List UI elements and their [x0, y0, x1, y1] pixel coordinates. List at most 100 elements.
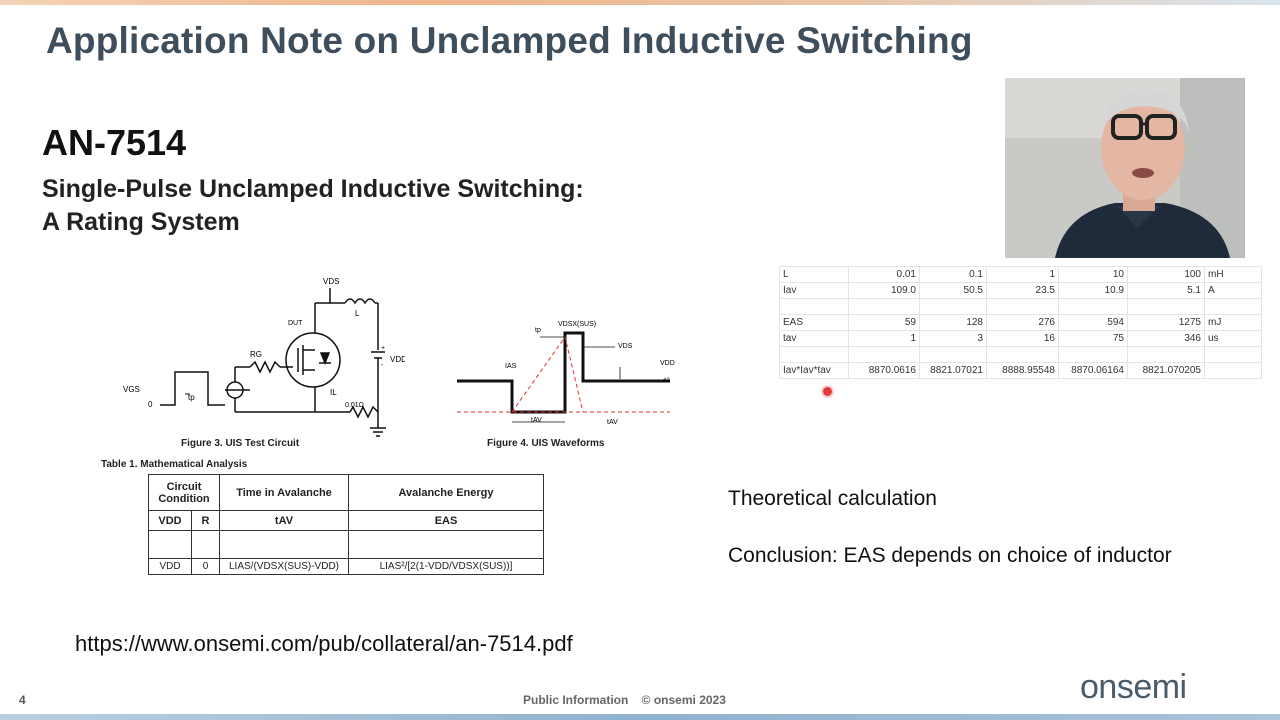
calc-table-cell: 16 — [986, 330, 1059, 347]
calc-table-cell: 1 — [848, 330, 920, 347]
fig4-tav2-label: tAV — [607, 419, 618, 426]
app-note-subtitle-line1: Single-Pulse Unclamped Inductive Switchi… — [42, 175, 584, 203]
cursor-pointer-dot — [823, 387, 832, 396]
top-accent-bar — [0, 0, 1280, 5]
mathematical-analysis-table: Circuit Condition Time in Avalanche Aval… — [148, 474, 544, 575]
calc-table-cell — [919, 298, 987, 315]
row-eas-formula: LIAS²/[2(1-VDD/VDSX(SUS))] — [348, 558, 544, 575]
uis-test-circuit-figure: VDS L DUT RG VDD + - VGS 0 tp IL 0.01Ω — [123, 277, 405, 437]
fig3-tp-label: tp — [188, 393, 195, 402]
row-vdd: VDD — [148, 558, 192, 575]
fig4-ias-label: IAS — [505, 363, 517, 370]
figure4-caption: Figure 4. UIS Waveforms — [487, 438, 605, 449]
fig3-zero-label: 0 — [148, 400, 153, 409]
calc-table-cell — [1204, 298, 1262, 315]
app-note-number: AN-7514 — [42, 122, 187, 163]
empty-cell — [219, 530, 349, 559]
calc-table-cell: A — [1204, 282, 1262, 299]
calc-table-cell: 0.01 — [848, 266, 920, 283]
figure3-caption: Figure 3. UIS Test Circuit — [181, 438, 300, 449]
calc-table-cell: Iav*Iav*tav — [779, 362, 849, 379]
calc-table-cell — [1058, 298, 1128, 315]
bottom-accent-bar — [0, 714, 1280, 720]
fig3-rg-label: RG — [250, 350, 262, 359]
calc-table-cell — [848, 298, 920, 315]
calc-table-cell — [779, 298, 849, 315]
fig3-vds-label: VDS — [323, 277, 339, 286]
calc-table-row — [779, 346, 1262, 363]
page-number: 4 — [19, 693, 26, 707]
calc-table-cell: 1 — [986, 266, 1059, 283]
slide-title: Application Note on Unclamped Inductive … — [46, 20, 973, 61]
row-r: 0 — [191, 558, 220, 575]
conclusion-text: Conclusion: EAS depends on choice of ind… — [728, 544, 1172, 567]
fig3-minus-label: - — [381, 362, 384, 369]
subheader-tav: tAV — [219, 510, 349, 531]
calc-table-cell: EAS — [779, 314, 849, 331]
calc-table-cell: 10 — [1058, 266, 1128, 283]
calc-table-cell: 3 — [919, 330, 987, 347]
presenter-image — [1005, 78, 1245, 258]
calc-table-cell: 8870.0616 — [848, 362, 920, 379]
calc-table-cell: 0.1 — [919, 266, 987, 283]
fig4-vdsx-label: VDSX(SUS) — [558, 321, 596, 328]
calc-table-cell: Iav — [779, 282, 849, 299]
calc-table-cell — [848, 346, 920, 363]
empty-cell — [191, 530, 220, 559]
uis-waveforms-figure: VDSX(SUS) tp VDS VDD IAS tAV tAV #2 — [457, 321, 675, 426]
calc-table-cell: 50.5 — [919, 282, 987, 299]
fig3-dut-label: DUT — [288, 320, 303, 327]
footer-text: Public Information © onsemi 2023 — [523, 693, 726, 707]
calc-table-cell: L — [779, 266, 849, 283]
calc-table-cell — [1127, 298, 1205, 315]
calc-table-cell: 346 — [1127, 330, 1205, 347]
calc-table-cell: 8821.070205 — [1127, 362, 1205, 379]
empty-cell — [148, 530, 192, 559]
fig4-vds-label: VDS — [618, 343, 633, 350]
subheader-vdd: VDD — [148, 510, 192, 531]
fig3-resistor-label: 0.01Ω — [345, 402, 364, 409]
fig4-tav1-label: tAV — [531, 417, 542, 424]
app-note-subtitle: Single-Pulse Unclamped Inductive Switchi… — [42, 173, 584, 239]
fig4-tp-label: tp — [535, 327, 541, 334]
calc-table-cell: 8821.07021 — [919, 362, 987, 379]
empty-cell — [348, 530, 544, 559]
table1-caption: Table 1. Mathematical Analysis — [101, 459, 248, 470]
calc-table-cell: 276 — [986, 314, 1059, 331]
subheader-eas: EAS — [348, 510, 544, 531]
calc-table-cell: 59 — [848, 314, 920, 331]
calc-table-cell: 8870.06164 — [1058, 362, 1128, 379]
header-avalanche-energy: Avalanche Energy — [348, 474, 544, 511]
theoretical-calculation-text: Theoretical calculation — [728, 487, 937, 510]
calc-table-cell: 23.5 — [986, 282, 1059, 299]
calc-table-cell: 1275 — [1127, 314, 1205, 331]
app-note-url[interactable]: https://www.onsemi.com/pub/collateral/an… — [75, 631, 573, 656]
calc-table-cell: tav — [779, 330, 849, 347]
calc-table-row — [779, 298, 1262, 315]
fig3-vdd-label: VDD — [390, 355, 405, 364]
subheader-r: R — [191, 510, 220, 531]
presenter-video — [1005, 78, 1245, 258]
fig3-vgs-label: VGS — [123, 385, 140, 394]
header-time-in-avalanche: Time in Avalanche — [219, 474, 349, 511]
fig3-plus-label: + — [381, 345, 385, 352]
calc-table-cell: mJ — [1204, 314, 1262, 331]
calc-table-cell: 5.1 — [1127, 282, 1205, 299]
calc-table-cell: 109.0 — [848, 282, 920, 299]
calc-table-cell: 594 — [1058, 314, 1128, 331]
calc-table-cell — [986, 346, 1059, 363]
fig3-il-label: IL — [330, 388, 337, 397]
calc-table-cell — [1058, 346, 1128, 363]
calc-table-cell: 75 — [1058, 330, 1128, 347]
calc-table-cell: us — [1204, 330, 1262, 347]
row-tav-formula: LIAS/(VDSX(SUS)-VDD) — [219, 558, 349, 575]
calc-table-cell — [1204, 346, 1262, 363]
calc-table-cell — [919, 346, 987, 363]
calc-table-cell — [1204, 362, 1262, 379]
calc-table-cell: 100 — [1127, 266, 1205, 283]
